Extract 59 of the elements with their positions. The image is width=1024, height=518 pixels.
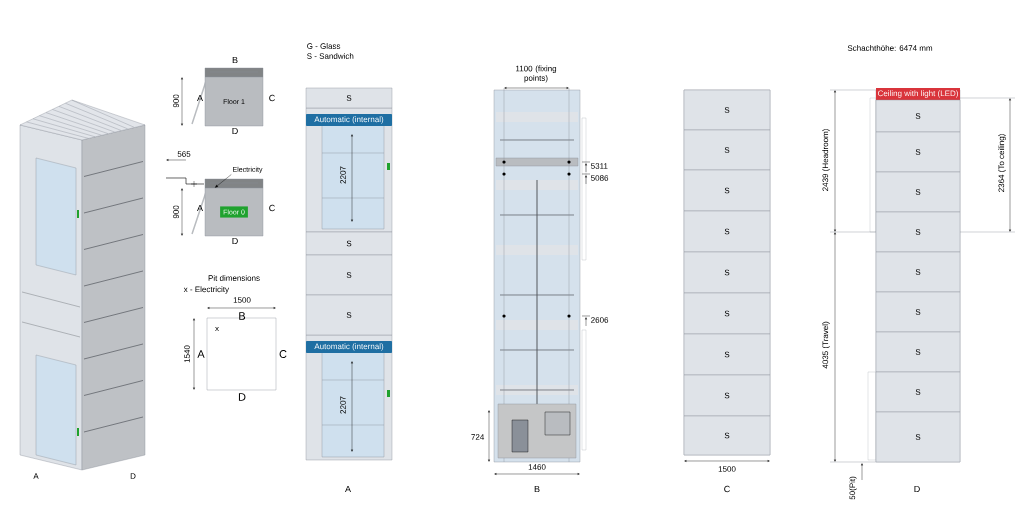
view-label: D [914,485,920,493]
dimension-text: 1500 [233,297,251,303]
legend-text: G - Glass [307,43,341,49]
heading: Schachthöhe: 6474 mm [847,45,933,51]
dimension-text: 900 [173,94,179,108]
side-letter: B [232,56,238,64]
wall-panel: S [875,291,961,333]
side-letter: D [238,393,246,401]
heading: Pit dimensions [208,275,260,281]
wall-panel: S [683,333,771,376]
ceiling-band: Ceiling with light (LED) [876,88,960,100]
wall-panel: S [683,169,771,212]
wall-panel: S [875,371,961,413]
side-letter: C [279,350,287,358]
dimension-text: 2439 (Headroom) [822,129,830,191]
wall-panel: S [875,251,961,293]
view-label: B [534,485,540,493]
note-text: x - Electricity [183,286,229,294]
wall-panel: S [875,171,961,213]
side-letter: A [197,350,205,358]
electricity-mark: x [215,326,219,332]
wall-panel: S [683,415,771,456]
wall-panel: S [875,331,961,373]
dimension-text: 2606 [591,317,609,323]
dimension-text: 900 [173,205,179,219]
wall-panel: S [683,292,771,335]
view-label: A [345,485,351,493]
wall-panel: S [305,231,393,256]
leader-line [215,174,232,188]
view-label: D [130,473,136,479]
wall-panel: S [875,99,961,133]
wall-panel: S [875,211,961,253]
wall-panel: S [875,131,961,173]
dimension-text: 1100 (fixing points) [516,65,557,83]
wall-panel: S [683,210,771,253]
wall-panel: S [683,129,771,171]
view-label: A [33,473,39,479]
legend-text: S - Sandwich [307,53,354,59]
dimension-text: 2207 [340,396,346,414]
dimension-text: 1500 [718,466,736,472]
dimension-text: 2207 [340,166,346,184]
dimension-text: 50(Pit) [849,476,857,500]
wall-panel: S [683,251,771,294]
wall-panel: S [305,254,393,296]
dimension-text: 565 [177,151,191,157]
view-label: C [724,485,730,493]
side-letter: B [239,312,246,320]
dimension-text: 4035 (Travel) [822,321,830,369]
dimension-text: 5311 [591,163,608,169]
dimension-text: 5086 [591,175,609,181]
dimension-text: 724 [471,434,485,440]
wall-panel: S [683,89,771,131]
wall-panel: S [683,374,771,417]
dimension-text: 2364 (To ceiling) [998,134,1006,192]
dimension-text: 1540 [184,345,190,363]
dimension-text: 1460 [528,464,546,470]
wall-panel: S [875,411,961,463]
wall-panel: S [305,294,393,336]
wall-panel: S [305,87,393,109]
